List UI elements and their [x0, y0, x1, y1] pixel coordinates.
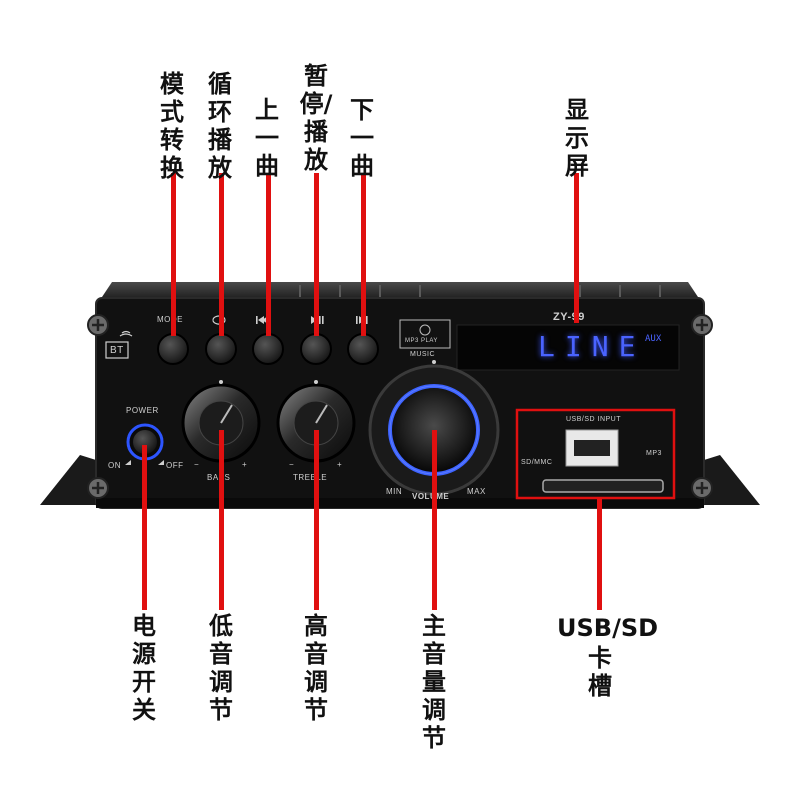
bass-plus: + [242, 460, 248, 469]
sd-slot [542, 479, 664, 493]
screw [87, 314, 713, 499]
display-pointer-line [574, 173, 579, 323]
next-label-cn: 下一曲 [350, 96, 374, 180]
power-label-cn: 电源开关 [132, 612, 156, 724]
bt-badge-frame [105, 341, 129, 359]
bass-label-cn: 低音调节 [209, 612, 233, 724]
card-slot-label-cn: 卡槽 [588, 644, 612, 700]
treble-minus: − [289, 460, 295, 469]
left-bracket [40, 455, 96, 505]
display-aux: AUX [645, 334, 662, 344]
mp3-label: MP3 [646, 450, 662, 457]
volume-label: VOLUME [412, 492, 450, 501]
push-buttons [157, 333, 379, 365]
bass-label: BASS [207, 473, 230, 482]
treble-label-cn: 高音调节 [304, 612, 328, 724]
usb-sd-input-label: USB/SD INPUT [566, 416, 622, 423]
display-text: LINE [538, 330, 646, 363]
bass-pointer-line [219, 430, 224, 610]
pause-label-cn: 暂停/播放 [299, 62, 333, 174]
volume-pointer-line [432, 430, 437, 610]
volume-label-cn: 主音量调节 [422, 612, 446, 752]
off-label: OFF [166, 461, 184, 470]
mode-label-cn: 模式转换 [160, 70, 184, 182]
mode-pointer-line [171, 173, 176, 336]
pause-pointer-line [314, 173, 319, 336]
usb-sd-pointer-line [597, 498, 602, 610]
power-label: POWER [126, 406, 159, 415]
usb-sd-highlight-box [515, 408, 676, 500]
loop-pointer-line [219, 173, 224, 336]
prev-label-cn: 上一曲 [255, 96, 279, 180]
volume-min-label: MIN [386, 487, 403, 496]
music-label: MUSIC [410, 351, 436, 358]
mode-label: MODE [157, 315, 183, 324]
loop-label-cn: 循环播放 [208, 70, 232, 182]
mp3-logo [399, 319, 451, 349]
on-label: ON [108, 461, 121, 470]
volume-max-label: MAX [467, 487, 486, 496]
mp3-play-label: MP3 PLAY [405, 338, 438, 344]
usb-sd-label: USB/SD [557, 614, 659, 642]
power-pointer-line [142, 445, 147, 610]
treble-label: TREBLE [293, 473, 328, 482]
model-label: ZY-99 [553, 311, 585, 323]
top-cover [100, 282, 700, 300]
treble-plus: + [337, 460, 343, 469]
display-window [456, 324, 680, 371]
sd-mmc-label: SD/MMC [521, 459, 553, 466]
treble-pointer-line [314, 430, 319, 610]
bass-minus: − [194, 460, 200, 469]
bt-badge: BT [110, 345, 124, 356]
prev-pointer-line [266, 173, 271, 336]
display-label-cn: 显示屏 [565, 96, 589, 180]
right-bracket [704, 455, 760, 505]
next-pointer-line [361, 173, 366, 336]
